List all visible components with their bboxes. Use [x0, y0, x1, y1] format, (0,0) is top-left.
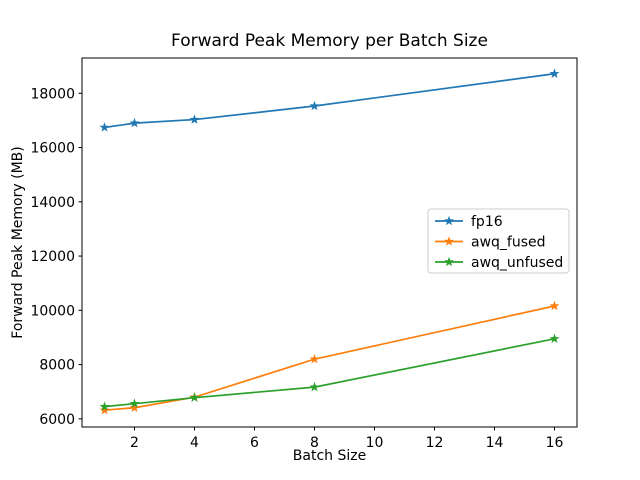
y-axis-label: Forward Peak Memory (MB): [10, 146, 26, 338]
y-tick-label: 8000: [39, 358, 75, 374]
x-tick-label: 6: [250, 435, 259, 451]
legend-item-label: awq_fused: [471, 235, 546, 251]
x-tick-label: 2: [130, 435, 139, 451]
series-marker-fp16: [189, 114, 200, 124]
series-line-awq_fused: [103, 305, 556, 412]
legend-item-label: fp16: [471, 214, 503, 230]
series-marker-awq_fused: [99, 404, 110, 415]
chart-title: Forward Peak Memory per Batch Size: [171, 31, 488, 51]
series-marker-awq_unfused: [549, 333, 560, 344]
x-tick-label: 10: [366, 435, 384, 451]
y-tick-label: 12000: [30, 249, 75, 265]
x-axis-label: Batch Size: [293, 448, 366, 464]
series-marker-awq_unfused: [129, 398, 140, 408]
y-tick-label: 10000: [30, 303, 75, 319]
x-tick-label: 4: [190, 435, 199, 451]
y-tick-label: 18000: [30, 86, 75, 102]
series-line-awq_unfused: [103, 337, 556, 408]
axes-frame: [81, 57, 578, 428]
series-marker-fp16: [99, 122, 110, 132]
series-marker-awq_fused: [309, 353, 320, 364]
plot-area: 2 4 6 8 10 12 14 16 6000 8000 10000 12000 14000 16000…: [30, 57, 578, 451]
y-tick-label: 16000: [30, 141, 75, 157]
x-tick-label: 16: [546, 435, 564, 451]
legend-marker: [444, 236, 454, 246]
series-marker-awq_unfused: [309, 381, 320, 392]
series-marker-fp16: [129, 117, 140, 128]
legend-box: [427, 208, 570, 274]
series-marker-fp16: [309, 100, 320, 111]
series-marker-fp16: [549, 68, 560, 78]
series-marker-awq_fused: [129, 402, 140, 412]
y-tick-label: 6000: [39, 412, 75, 428]
series-line-fp16: [103, 72, 556, 129]
legend-item-label: awq_unfused: [471, 255, 563, 271]
series-marker-awq_unfused: [189, 392, 200, 402]
legend-marker: [444, 215, 454, 226]
series-marker-awq_fused: [549, 300, 560, 311]
legend-marker: [444, 256, 454, 267]
y-tick-label: 14000: [30, 195, 75, 211]
x-tick-label: 12: [426, 435, 444, 451]
x-tick-label: 8: [310, 435, 319, 451]
series-marker-awq_unfused: [99, 401, 110, 411]
x-tick-label: 14: [486, 435, 504, 451]
